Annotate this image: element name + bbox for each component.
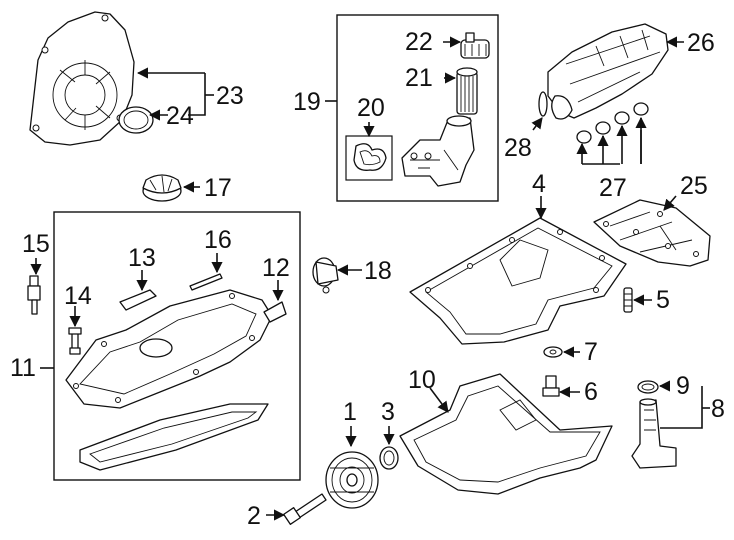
o-ring-part bbox=[538, 91, 548, 117]
callout-7: 7 bbox=[584, 338, 598, 366]
callout-25: 25 bbox=[680, 172, 708, 200]
callout-21: 21 bbox=[405, 64, 433, 92]
callout-10: 10 bbox=[408, 366, 436, 394]
oil-level-sensor-part bbox=[631, 398, 677, 469]
callout-28: 28 bbox=[504, 134, 532, 162]
intake-manifold-part bbox=[547, 23, 669, 120]
stud-bolt-part bbox=[623, 287, 633, 313]
callout-22: 22 bbox=[405, 28, 433, 56]
sensor-bracket-part bbox=[263, 301, 287, 323]
pulley-bolt-part bbox=[283, 493, 327, 525]
callout-24: 24 bbox=[166, 102, 194, 130]
seal-kit-part bbox=[353, 143, 387, 171]
callout-18: 18 bbox=[364, 257, 392, 285]
callout-27: 27 bbox=[599, 174, 627, 202]
crank-seal-part bbox=[379, 446, 399, 470]
callout-19: 19 bbox=[293, 88, 321, 116]
callout-1: 1 bbox=[343, 398, 357, 426]
callout-8: 8 bbox=[711, 395, 725, 423]
callout-16: 16 bbox=[204, 226, 232, 254]
leader-lines bbox=[30, 36, 710, 521]
callout-11: 11 bbox=[10, 354, 36, 382]
callout-12: 12 bbox=[262, 254, 290, 282]
callout-15: 15 bbox=[22, 230, 50, 258]
callout-3: 3 bbox=[381, 398, 395, 426]
callout-5: 5 bbox=[656, 286, 670, 314]
idler-pulley-part bbox=[312, 257, 339, 294]
sensor-o-ring-part bbox=[637, 380, 659, 394]
oil-filter-group-box bbox=[336, 14, 499, 202]
drain-plug-part bbox=[542, 375, 560, 397]
cover-bolt-part bbox=[68, 327, 82, 355]
oil-separator-part bbox=[119, 289, 157, 311]
timing-cover-part bbox=[29, 11, 135, 146]
crankshaft-pulley-part bbox=[325, 451, 379, 509]
callout-17: 17 bbox=[204, 174, 232, 202]
callout-6: 6 bbox=[584, 378, 598, 406]
callout-23: 23 bbox=[216, 82, 244, 110]
callout-2: 2 bbox=[247, 502, 261, 530]
upper-oil-pan-part bbox=[409, 217, 627, 345]
spark-plug-part bbox=[27, 275, 41, 315]
valve-cover-gasket-part bbox=[79, 403, 269, 471]
oil-filter-housing-part bbox=[401, 115, 475, 187]
callout-labels: 1 2 3 4 5 6 7 8 9 10 11 12 13 14 15 16 1… bbox=[10, 28, 725, 530]
callout-13: 13 bbox=[128, 244, 156, 272]
callout-20: 20 bbox=[357, 94, 385, 122]
oil-filter-cap-part bbox=[460, 32, 490, 59]
washer-part bbox=[543, 346, 563, 358]
seal-ring-part bbox=[118, 106, 154, 134]
windage-tray-part bbox=[593, 199, 711, 267]
pcv-gasket-part bbox=[189, 273, 223, 291]
callout-26: 26 bbox=[687, 29, 715, 57]
callout-14: 14 bbox=[64, 282, 92, 310]
valve-cover-group-box bbox=[53, 211, 301, 481]
valve-cover-part bbox=[65, 289, 273, 409]
lower-oil-pan-part bbox=[399, 373, 613, 495]
callout-9: 9 bbox=[676, 372, 690, 400]
oil-filler-cap-part bbox=[142, 174, 182, 202]
oil-filter-element-part bbox=[456, 67, 478, 115]
callout-4: 4 bbox=[532, 170, 546, 198]
